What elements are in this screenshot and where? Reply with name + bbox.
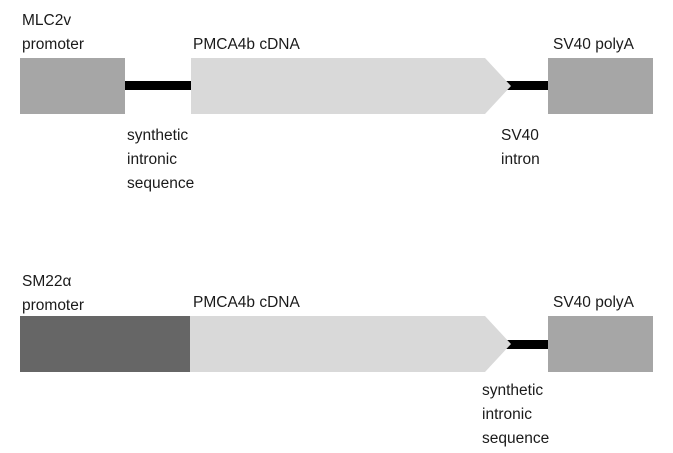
sv40-polya-label-1: SV40 polyA bbox=[553, 36, 635, 53]
sv40-polya-box-1 bbox=[548, 58, 653, 114]
synthetic-intron-label-1-line3: sequence bbox=[127, 175, 194, 192]
sv40-polya-label-2: SV40 polyA bbox=[553, 294, 635, 311]
mlc2v-promoter-label-line1: MLC2v bbox=[22, 12, 71, 29]
construct-1: MLC2v promoter PMCA4b cDNA SV40 polyA sy… bbox=[20, 12, 653, 192]
synthetic-intron-label-2-line1: synthetic bbox=[482, 382, 543, 399]
synthetic-intron-label-2-line2: intronic bbox=[482, 406, 532, 423]
sm22a-promoter-label-line2: promoter bbox=[22, 297, 84, 314]
mlc2v-promoter-label-line2: promoter bbox=[22, 36, 84, 53]
mlc2v-promoter-box bbox=[20, 58, 125, 114]
pmca4b-cdna-arrow-1 bbox=[191, 58, 511, 114]
linker-1b bbox=[505, 81, 550, 90]
linker-1a bbox=[124, 81, 192, 90]
sm22a-promoter-label-line1: SM22α bbox=[22, 273, 71, 290]
synthetic-intron-label-1-line2: intronic bbox=[127, 151, 177, 168]
pmca4b-cdna-arrow-2 bbox=[190, 316, 511, 372]
synthetic-intron-label-1-line1: synthetic bbox=[127, 127, 188, 144]
sm22a-promoter-box bbox=[20, 316, 191, 372]
construct-2: SM22α promoter PMCA4b cDNA SV40 polyA sy… bbox=[20, 273, 653, 447]
sv40-intron-label-line1: SV40 bbox=[501, 127, 539, 144]
sv40-intron-label-line2: intron bbox=[501, 151, 540, 168]
pmca4b-cdna-label-1: PMCA4b cDNA bbox=[193, 36, 300, 53]
linker-2 bbox=[505, 340, 550, 349]
sv40-polya-box-2 bbox=[548, 316, 653, 372]
synthetic-intron-label-2-line3: sequence bbox=[482, 430, 549, 447]
pmca4b-cdna-label-2: PMCA4b cDNA bbox=[193, 294, 300, 311]
